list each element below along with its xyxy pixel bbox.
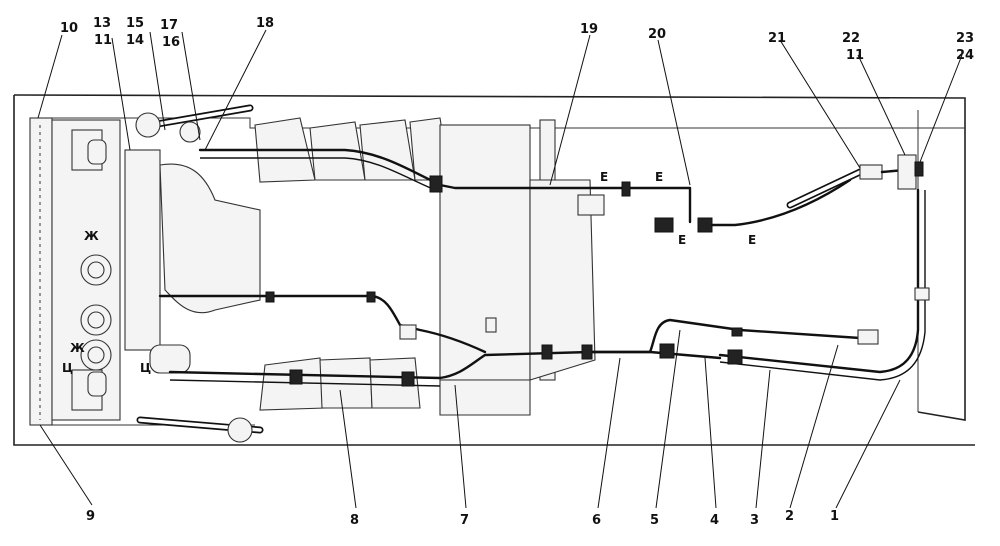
callout-labels: 1 2 3 4 5 6 7 8 9 10 13 11 15 14 17 16 1…	[60, 16, 974, 528]
callout-21: 21	[768, 31, 786, 46]
mark-ts: Ц	[62, 361, 73, 375]
callout-9: 9	[86, 509, 95, 524]
callout-10: 10	[60, 21, 78, 36]
mark-e: Е	[655, 170, 663, 184]
radiator	[29, 117, 121, 426]
callout-22: 22	[842, 31, 860, 46]
callout-7: 7	[460, 513, 469, 528]
callout-18: 18	[256, 16, 274, 31]
callout-15: 15	[126, 16, 144, 31]
callout-1: 1	[830, 509, 839, 524]
callout-13: 13	[93, 16, 111, 31]
callout-14: 14	[126, 33, 144, 48]
callout-2: 2	[785, 509, 794, 524]
middle-pipeline	[158, 291, 487, 354]
engine-block	[124, 117, 596, 416]
mark-e: Е	[600, 170, 608, 184]
callout-5: 5	[650, 513, 659, 528]
callout-8: 8	[350, 513, 359, 528]
callout-19: 19	[580, 22, 598, 37]
callout-6: 6	[592, 513, 601, 528]
mark-ts: Ц	[140, 361, 151, 375]
mark-zh: Ж	[84, 229, 99, 243]
mark-e: Е	[748, 233, 756, 247]
callout-23: 23	[956, 31, 974, 46]
callout-leaders	[37, 29, 963, 509]
callout-4: 4	[710, 513, 719, 528]
lower-pipeline	[168, 317, 879, 387]
mark-e: Е	[678, 233, 686, 247]
callout-17: 17	[160, 18, 178, 33]
callout-16: 16	[162, 35, 180, 50]
callout-11: 11	[94, 33, 112, 48]
reference-marks: Е Е Е Е Ж Ж Ц Ц	[62, 170, 756, 375]
callout-3: 3	[750, 513, 759, 528]
callout-20: 20	[648, 27, 666, 42]
upper-pipeline	[198, 148, 924, 233]
return-line	[718, 188, 930, 381]
callout-24: 24	[956, 48, 974, 63]
callout-11: 11	[846, 48, 864, 63]
mark-zh: Ж	[70, 341, 85, 355]
